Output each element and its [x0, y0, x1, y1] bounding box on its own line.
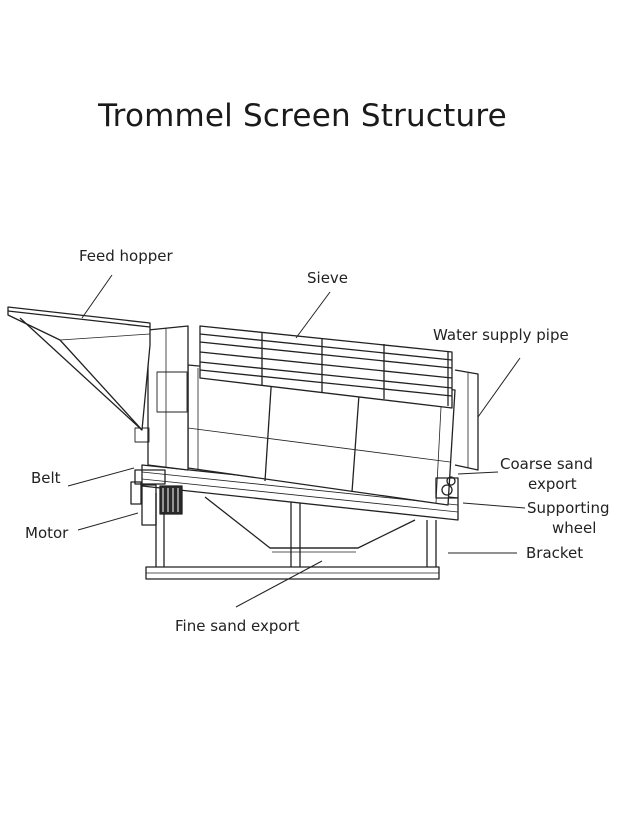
label-fine-sand-export: Fine sand export — [175, 617, 300, 635]
label-feed-hopper: Feed hopper — [79, 247, 173, 265]
label-coarse-sand-line1: Coarse sand — [500, 455, 593, 473]
water-pipe — [454, 369, 479, 471]
motor-assembly — [130, 469, 183, 526]
label-water-supply-pipe: Water supply pipe — [433, 326, 569, 344]
leader-lines — [67, 274, 526, 608]
feed-hopper — [7, 306, 151, 431]
supporting-wheel — [435, 476, 459, 499]
label-coarse-sand-line2: export — [528, 475, 577, 493]
label-supporting-line1: Supporting — [527, 499, 610, 517]
diagram-title: Trommel Screen Structure — [98, 98, 507, 134]
sieve-rails — [199, 325, 453, 409]
label-sieve: Sieve — [307, 269, 349, 287]
label-supporting-line2: wheel — [552, 519, 597, 537]
label-bracket: Bracket — [526, 544, 584, 562]
base-frame — [145, 566, 440, 580]
label-motor: Motor — [25, 524, 69, 542]
feed-end-housing — [134, 325, 189, 471]
label-belt: Belt — [31, 469, 61, 487]
fine-sand-funnel — [204, 496, 416, 553]
